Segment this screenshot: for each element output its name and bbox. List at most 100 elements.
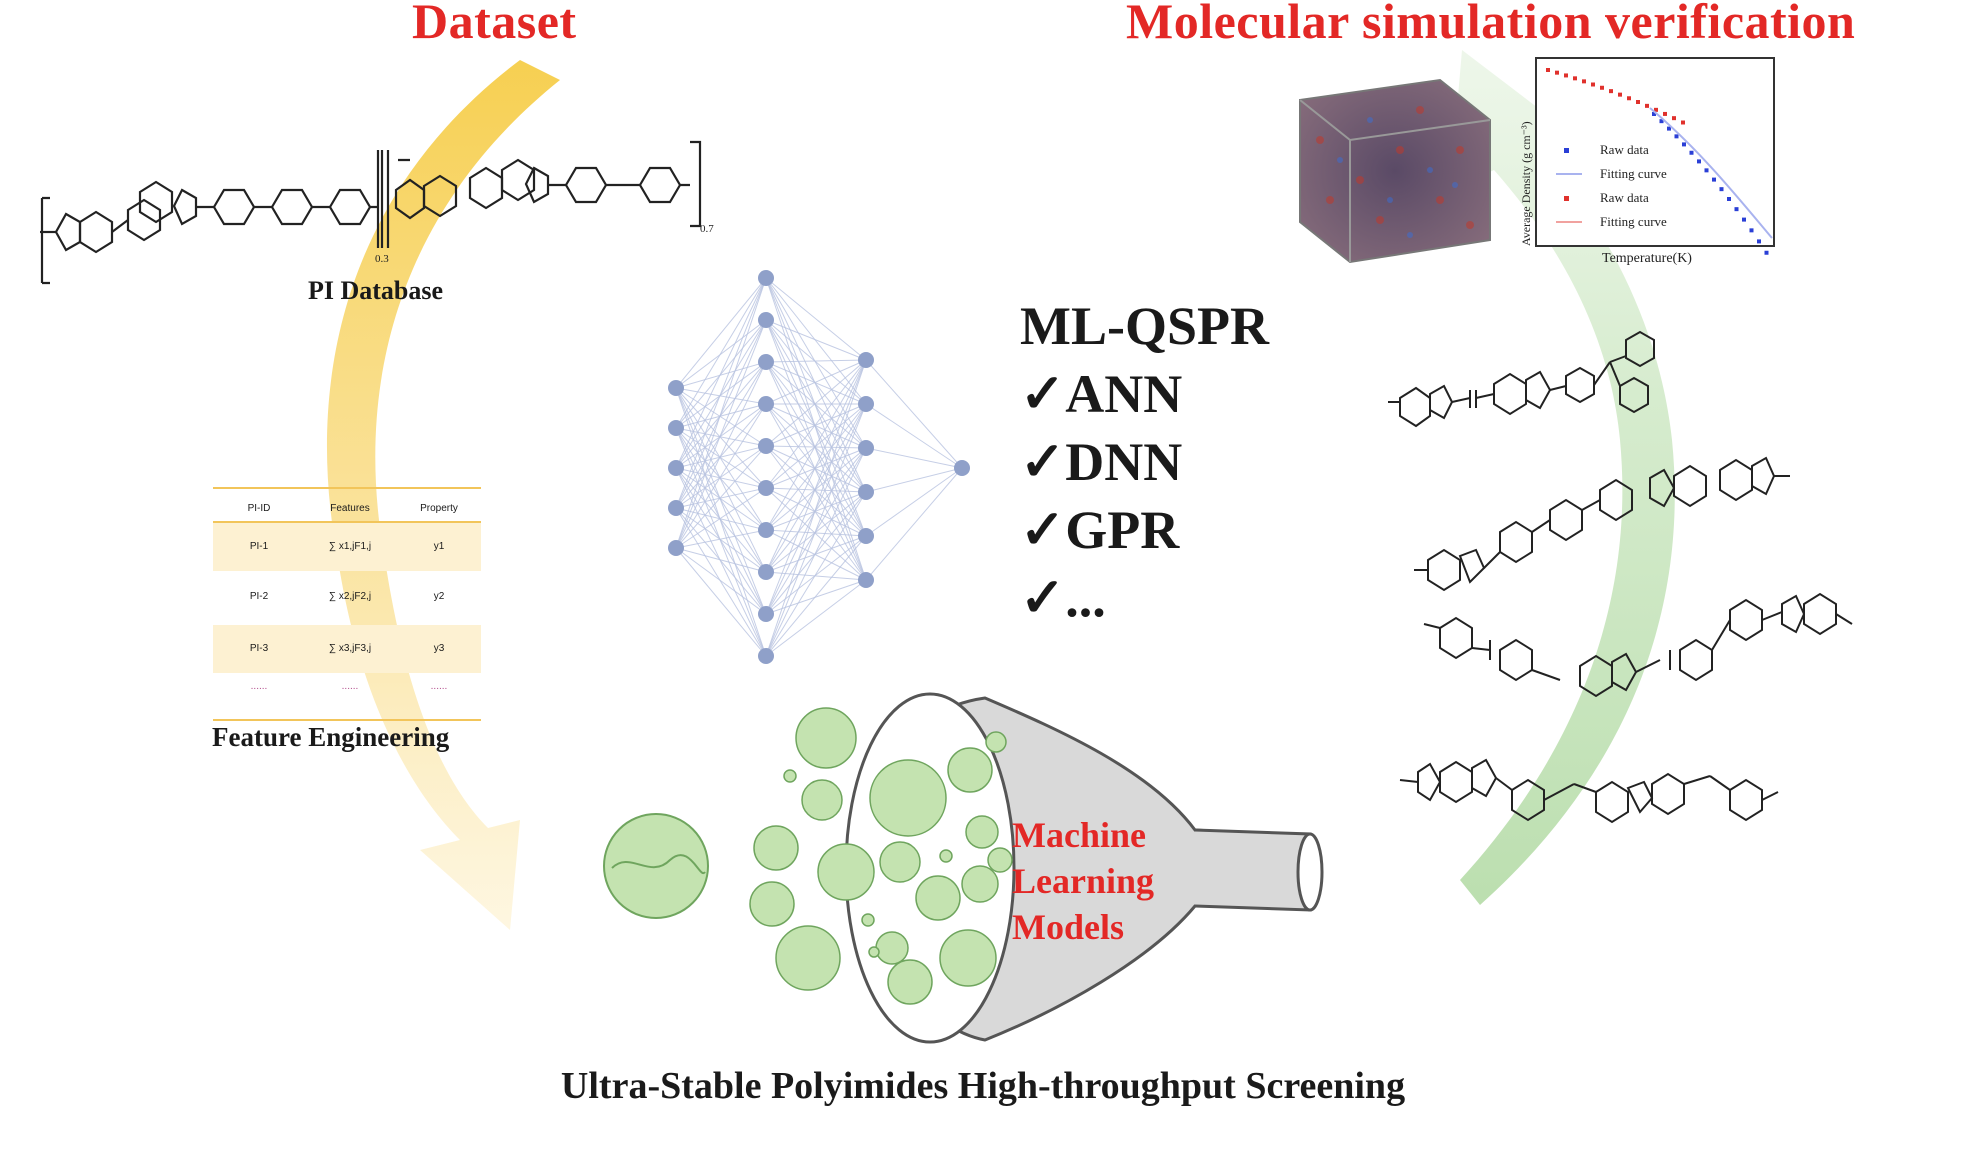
header-property: Property	[420, 503, 458, 514]
density-point-red	[1564, 73, 1568, 78]
density-point-blue	[1674, 134, 1679, 139]
nn-edge	[865, 467, 963, 581]
ml-item: ✓ANN	[1020, 360, 1269, 428]
nn-edge	[675, 277, 767, 389]
ml-item-label: GPR	[1065, 500, 1180, 560]
nn-edge	[675, 361, 767, 549]
density-point-red	[1609, 89, 1613, 94]
density-point-red	[1663, 111, 1667, 116]
nn-node	[758, 396, 774, 412]
density-point-blue	[1757, 239, 1761, 244]
density-point-blue	[1727, 197, 1731, 201]
row-features-ellipsis: ......	[341, 681, 359, 692]
candidate-circle	[775, 925, 841, 991]
candidate-circle	[947, 747, 993, 793]
nn-node	[858, 440, 874, 456]
nn-edge	[765, 529, 867, 581]
candidate-circle	[753, 825, 799, 871]
nn-edge	[765, 403, 867, 489]
row-id: PI-2	[249, 591, 269, 602]
simulation-flow-arrow	[1450, 50, 1675, 905]
nn-edge	[765, 571, 867, 581]
nn-edge	[675, 387, 767, 405]
candidate-circle	[965, 815, 999, 849]
feature-engineering-label: Feature Engineering	[212, 722, 450, 752]
nn-edge	[675, 467, 767, 573]
candidate-circle	[875, 931, 909, 965]
density-point-red	[1636, 100, 1640, 104]
nn-node	[758, 606, 774, 622]
row-features: ∑ x2,jF2,j	[328, 591, 372, 602]
feature-table: PI-ID Features Property PI-1 ∑ x1,jF1,j …	[213, 487, 481, 723]
nn-node	[668, 380, 684, 396]
candidate-circle	[961, 865, 999, 903]
nn-node	[954, 460, 970, 476]
nn-edge	[675, 427, 767, 531]
ml-item-label: ...	[1065, 568, 1106, 628]
nn-edge	[675, 547, 767, 573]
nn-node	[668, 540, 684, 556]
density-point-blue	[1734, 207, 1739, 212]
density-point-red	[1582, 79, 1586, 84]
nn-edge	[675, 403, 767, 549]
nn-edge	[675, 361, 767, 429]
ml-qspr-heading: ML-QSPR	[1020, 296, 1269, 356]
polyimide-structures-right	[1388, 330, 1853, 824]
candidate-circle	[879, 841, 921, 883]
row-features: ∑ x3,jF3,j	[328, 643, 372, 654]
nn-edge	[765, 319, 867, 405]
nn-edge	[765, 445, 867, 537]
nn-edge	[865, 403, 963, 469]
density-point-red	[1681, 120, 1685, 125]
nn-node	[758, 522, 774, 538]
neural-network	[668, 270, 970, 664]
candidate-circle	[801, 779, 843, 821]
nn-edge	[675, 387, 767, 489]
nn-node	[858, 396, 874, 412]
density-point-red	[1600, 85, 1604, 90]
density-point-blue	[1749, 228, 1754, 233]
header-pi-id: PI-ID	[247, 503, 271, 514]
row-features: ∑ x1,jF1,j	[328, 541, 372, 552]
nn-edge	[865, 467, 963, 493]
nn-edge	[765, 361, 867, 537]
table-row: PI-3 ∑ x3,jF3,j y3	[213, 625, 481, 673]
nn-edge	[765, 359, 867, 405]
nn-edge	[765, 359, 867, 657]
density-point-blue	[1689, 150, 1694, 155]
nn-edge	[765, 487, 867, 537]
nn-edge	[765, 319, 867, 361]
nn-edge	[675, 467, 767, 615]
nn-edge	[675, 467, 767, 489]
nn-node	[668, 500, 684, 516]
nn-node	[758, 648, 774, 664]
header-features: Features	[330, 503, 370, 514]
candidate-circle	[868, 946, 880, 958]
nn-edge	[675, 319, 767, 549]
density-point-red	[1645, 103, 1649, 108]
nn-edge	[675, 319, 767, 389]
nn-edge	[765, 447, 867, 489]
dataset-title: Dataset	[412, 0, 577, 49]
nn-node	[668, 420, 684, 436]
ml-item: ✓...	[1020, 564, 1269, 632]
table-header: PI-ID Features Property	[213, 497, 481, 519]
density-point-blue	[1652, 112, 1656, 116]
pi-database-label: PI Database	[308, 276, 444, 305]
nn-edge	[765, 447, 867, 657]
ml-item: ✓GPR	[1020, 496, 1269, 564]
nn-edge	[765, 403, 867, 447]
nn-edge	[675, 445, 767, 509]
nn-edge	[765, 535, 867, 573]
nn-edge	[765, 447, 867, 531]
nn-edge	[765, 277, 867, 537]
nn-edge	[765, 277, 867, 493]
candidate-circles	[749, 707, 1013, 1005]
candidate-circle	[887, 959, 933, 1005]
nn-edge	[765, 359, 867, 363]
nn-edge	[765, 487, 867, 581]
table-row-ellipsis: ...... ...... ......	[213, 677, 481, 707]
candidate-circle	[795, 707, 857, 769]
nn-edge	[765, 491, 867, 531]
